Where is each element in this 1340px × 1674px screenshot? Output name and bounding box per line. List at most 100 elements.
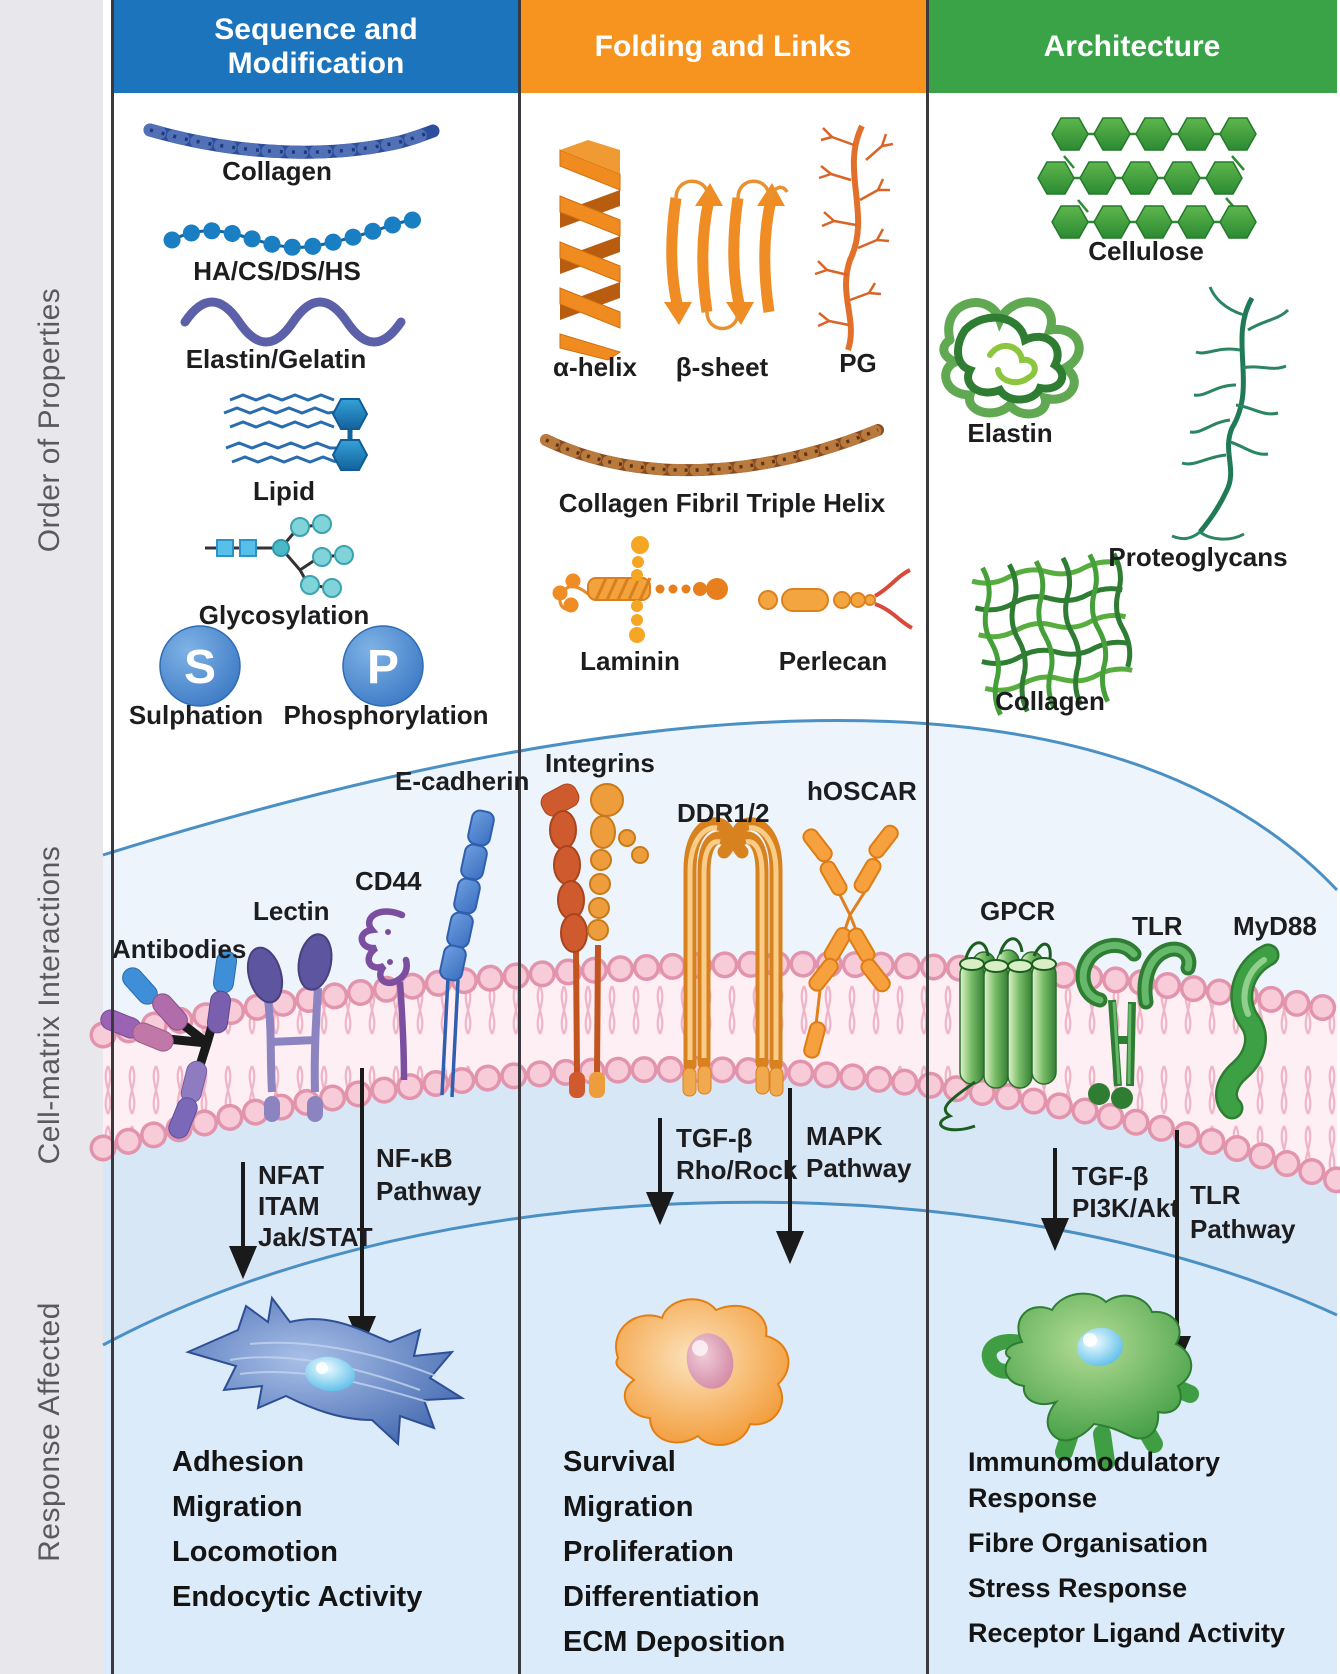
collagen-icon	[143, 123, 440, 159]
integrins-icon	[540, 783, 649, 1098]
beta-sheet-icon	[664, 179, 789, 331]
response-item: Immunomodulatory Response	[968, 1447, 1221, 1513]
column-header-architecture: Architecture	[927, 0, 1337, 93]
myd88-icon	[1215, 943, 1280, 1120]
response-list-col1: Adhesion Migration Locomotion Endocytic …	[172, 1444, 482, 1624]
response-item: Differentiation	[563, 1581, 760, 1613]
proteoglycans-label: Proteoglycans	[1108, 542, 1288, 572]
pathway-line: Pathway	[806, 1153, 912, 1183]
e-cadherin-icon	[439, 809, 495, 1098]
column-header-label: Folding and Links	[594, 29, 852, 63]
antibodies-label: Antibodies	[112, 934, 247, 964]
response-item: Fibre Organisation	[968, 1528, 1209, 1558]
response-list-col3: Immunomodulatory Response Fibre Organisa…	[968, 1444, 1337, 1660]
response-item: Proliferation	[563, 1536, 734, 1568]
response-item: Migration	[172, 1491, 303, 1523]
pathway-label-tlr-pathway: TLR Pathway	[1190, 1178, 1296, 1246]
dendritic-cell-icon	[981, 1292, 1199, 1471]
column-header-label: Sequence and Modification	[214, 12, 418, 80]
sulphation-badge: S	[159, 625, 241, 707]
outer-cell-arc	[102, 718, 1339, 892]
glycan-chain-icon	[163, 211, 422, 256]
pathway-line: TLR	[1190, 1180, 1241, 1210]
elastin-label: Elastin	[967, 418, 1053, 448]
pathway-arrows	[228, 1068, 1192, 1370]
response-item: Adhesion	[172, 1446, 305, 1478]
glycosylation-icon	[205, 514, 354, 598]
phosphorylation-badge: P	[342, 625, 424, 707]
sulphation-letter: S	[184, 641, 216, 694]
column-divider-left	[111, 0, 114, 1674]
pathway-line: MAPK	[806, 1121, 883, 1151]
collagen-fibril-triple-helix-icon	[540, 424, 884, 477]
response-item: ECM Deposition	[563, 1626, 786, 1658]
response-item: Survival	[563, 1446, 676, 1478]
column-header-folding-links: Folding and Links	[519, 0, 927, 93]
phosphorylation-label: Phosphorylation	[283, 700, 489, 730]
orange-cell-icon	[615, 1298, 790, 1446]
hoscar-icon	[802, 824, 899, 1059]
pathway-label-tgfb-rhorock: TGF-β Rho/Rock	[676, 1122, 797, 1186]
laminin-label: Laminin	[580, 646, 680, 676]
response-item: Stress Response	[968, 1573, 1188, 1603]
beta-sheet-label: β-sheet	[675, 352, 769, 382]
response-item: Receptor Ligand Activity	[968, 1618, 1286, 1648]
pathway-line: Pathway	[1190, 1214, 1296, 1244]
gpcr-icon	[939, 937, 1057, 1132]
column-header-sequence-modification: Sequence and Modification	[113, 0, 519, 93]
tlr-icon	[1075, 938, 1197, 1109]
integrins-label: Integrins	[545, 748, 655, 778]
lipid-icon	[223, 393, 369, 471]
cd44-label: CD44	[355, 866, 422, 896]
pg-icon	[814, 124, 894, 351]
pathway-label-nfkb: NF-κB Pathway	[376, 1142, 482, 1208]
pathway-line: Jak/STAT	[258, 1222, 373, 1252]
pathway-line: TGF-β	[676, 1123, 753, 1153]
pathway-label-nfat-itam-jakstat: NFAT ITAM Jak/STAT	[258, 1160, 373, 1253]
response-item: Migration	[563, 1491, 694, 1523]
inner-cell-arc	[102, 1200, 1338, 1347]
e-cadherin-label: E-cadherin	[395, 766, 530, 796]
gpcr-label: GPCR	[980, 896, 1056, 926]
lipid-label: Lipid	[252, 476, 316, 506]
cd44-icon	[358, 908, 410, 1081]
pathway-line: PI3K/Akt	[1072, 1193, 1179, 1223]
pathway-line: Pathway	[376, 1176, 482, 1206]
phosphorylation-letter: P	[367, 641, 399, 694]
alpha-helix-label: α-helix	[553, 352, 637, 382]
collagen-label: Collagen	[222, 156, 332, 186]
hoscar-label: hOSCAR	[807, 776, 917, 806]
column-header-label: Architecture	[1043, 29, 1221, 63]
collagen-mesh-icon	[971, 552, 1133, 716]
collagen-mesh-label: Collagen	[995, 686, 1105, 716]
fibroblast-cell-icon	[185, 1295, 466, 1447]
elastin-gelatin-label: Elastin/Gelatin	[185, 344, 367, 374]
column-divider-2-3	[926, 0, 929, 1674]
laminin-icon	[552, 536, 728, 643]
response-item: Endocytic Activity	[172, 1581, 423, 1613]
alpha-helix-icon	[559, 140, 622, 361]
pg-label: PG	[839, 348, 877, 378]
glycosylation-label: Glycosylation	[198, 600, 370, 630]
pathway-line: ITAM	[258, 1191, 320, 1221]
myd88-label: MyD88	[1233, 911, 1317, 941]
elastin-gelatin-icon	[180, 297, 406, 347]
response-item: Locomotion	[172, 1536, 338, 1568]
pathway-line: NFAT	[258, 1160, 324, 1190]
perlecan-label: Perlecan	[778, 646, 888, 676]
response-list-col2: Survival Migration Proliferation Differe…	[563, 1444, 873, 1669]
tlr-label: TLR	[1132, 911, 1183, 941]
row-band-sidebar: Order of Properties Cell-matrix Interact…	[0, 0, 103, 1674]
cellulose-label: Cellulose	[1088, 236, 1204, 266]
pathway-label-tgfb-pi3kakt: TGF-β PI3K/Akt	[1072, 1160, 1179, 1224]
lectin-icon	[246, 933, 333, 1122]
antibodies-icon	[100, 950, 238, 1139]
pathway-line: Rho/Rock	[676, 1155, 798, 1185]
glycan-chain-label: HA/CS/DS/HS	[193, 256, 361, 286]
pathway-label-mapk: MAPK Pathway	[806, 1120, 912, 1184]
pathway-line: NF-κB	[376, 1143, 453, 1173]
lectin-label: Lectin	[253, 896, 330, 926]
proteoglycans-icon	[1171, 286, 1290, 541]
